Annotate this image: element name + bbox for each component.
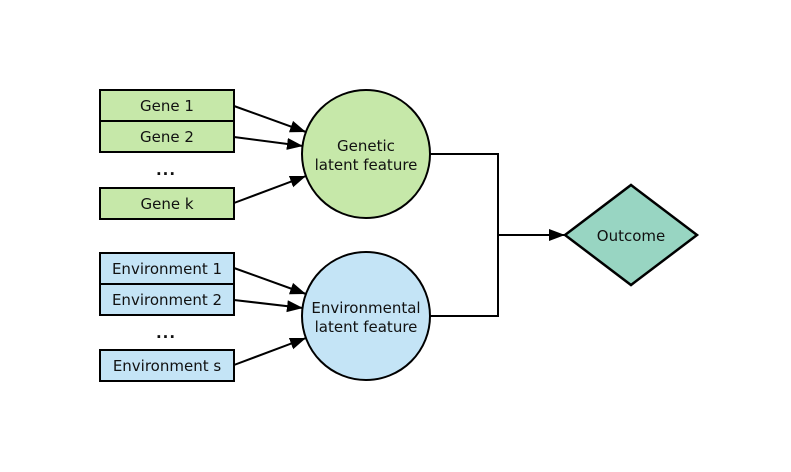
- environment-box-1: Environment 1: [99, 252, 235, 285]
- outcome-label: Outcome: [597, 227, 665, 245]
- gene-box-k-label: Gene k: [140, 195, 193, 213]
- genetic-latent-line2: latent feature: [315, 156, 418, 174]
- gene-box-1-label: Gene 1: [140, 97, 194, 115]
- connector-circles-junction: [430, 153, 499, 317]
- arrow-envs-to-environmental: [233, 337, 307, 366]
- arrow-gene2-to-genetic: [233, 136, 304, 150]
- genetic-latent-circle: Genetic latent feature: [301, 89, 431, 219]
- gene-box-1: Gene 1: [99, 89, 235, 122]
- environment-box-2-label: Environment 2: [112, 291, 222, 309]
- environment-box-s: Environment s: [99, 349, 235, 382]
- arrow-env2-to-environmental: [233, 299, 304, 313]
- genetic-latent-line1: Genetic: [337, 137, 395, 155]
- environment-ellipsis: ...: [156, 324, 176, 342]
- gene-ellipsis: ...: [156, 161, 176, 179]
- gene-box-k: Gene k: [99, 187, 235, 220]
- arrow-gene1-to-genetic: [233, 105, 307, 133]
- environment-box-2: Environment 2: [99, 283, 235, 316]
- environmental-latent-line1: Environmental: [311, 299, 420, 317]
- environmental-latent-line2: latent feature: [315, 318, 418, 336]
- arrow-genek-to-genetic: [233, 175, 307, 204]
- outcome-diamond: Outcome: [562, 183, 700, 287]
- environment-box-s-label: Environment s: [113, 357, 222, 375]
- gene-box-2: Gene 2: [99, 120, 235, 153]
- environment-box-1-label: Environment 1: [112, 260, 222, 278]
- environmental-latent-circle: Environmental latent feature: [301, 251, 431, 381]
- arrow-env1-to-environmental: [233, 267, 307, 295]
- gene-box-2-label: Gene 2: [140, 128, 194, 146]
